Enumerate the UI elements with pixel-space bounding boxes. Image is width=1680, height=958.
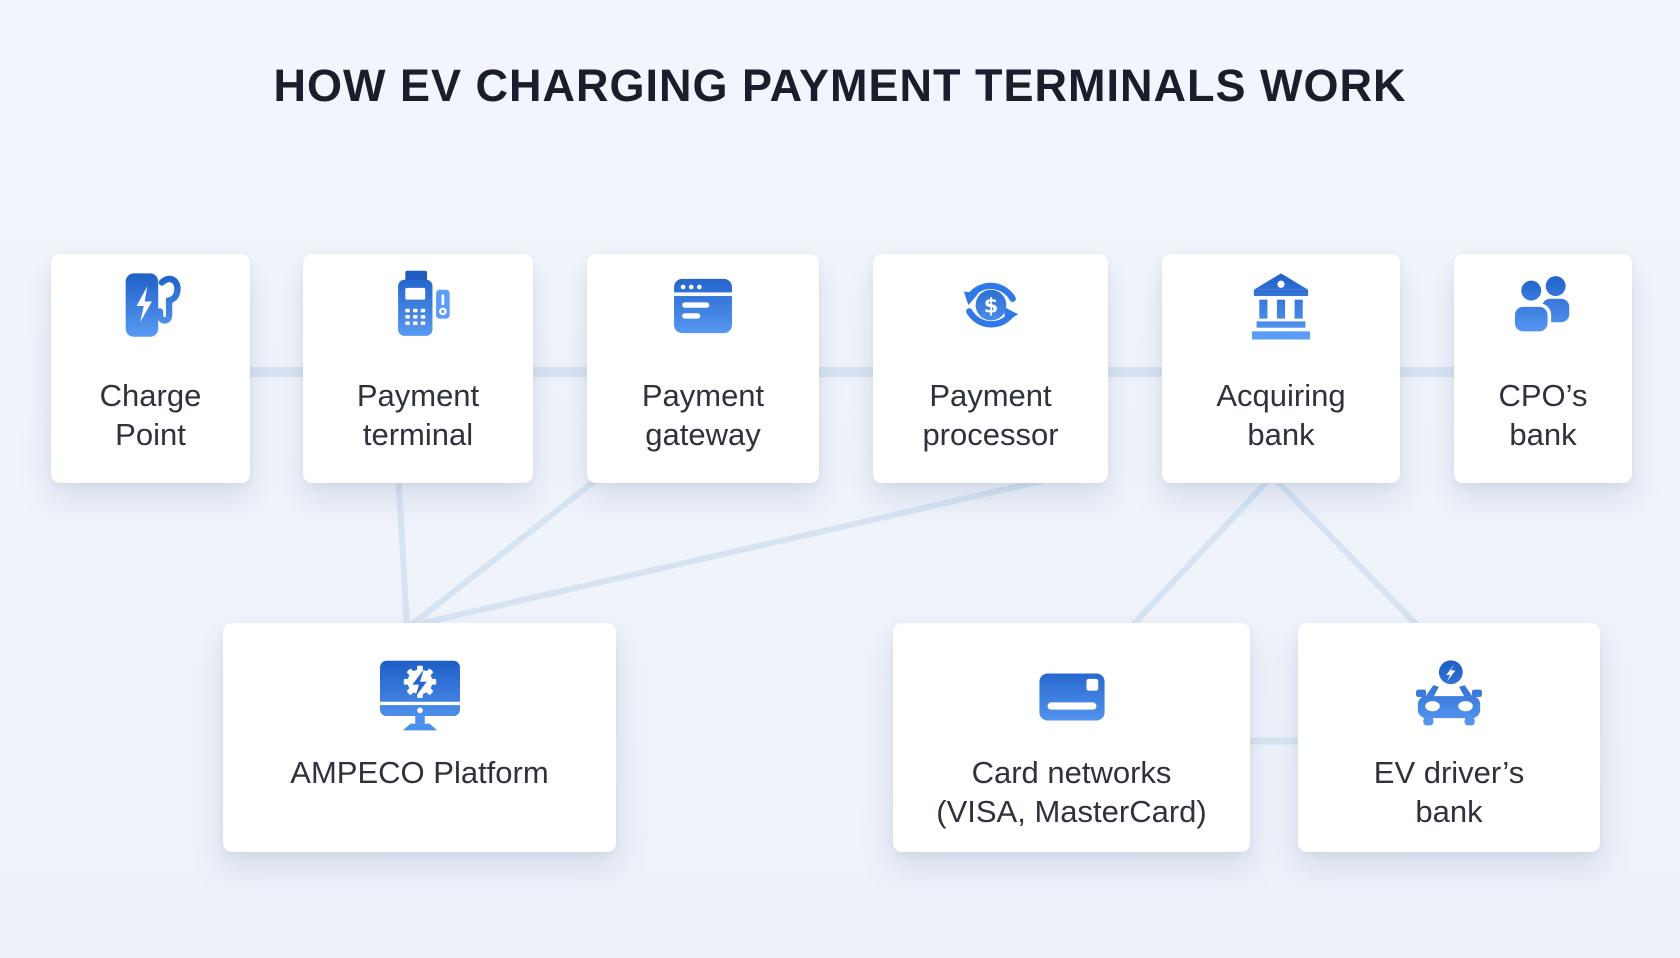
node-label: CPO’s bank	[1498, 378, 1588, 452]
node-label: EV driver’s bank	[1373, 755, 1525, 829]
payment-gateway-icon	[665, 266, 741, 346]
payment-terminal-icon	[380, 266, 456, 346]
svg-text:$: $	[983, 293, 997, 317]
node-charge-point: Charge Point	[51, 254, 250, 483]
node-cpos-bank: CPO’s bank	[1454, 254, 1632, 483]
bank-icon	[1243, 266, 1319, 346]
node-label: Acquiring bank	[1216, 378, 1346, 452]
node-acquiring-bank: Acquiring bank	[1162, 254, 1400, 483]
node-payment-processor: $ Payment processor	[873, 254, 1108, 483]
node-label: Payment terminal	[356, 378, 480, 452]
node-ampeco-platform: AMPECO Platform	[223, 623, 616, 852]
node-card-networks: Card networks (VISA, MasterCard)	[893, 623, 1250, 852]
ev-car-icon	[1405, 657, 1493, 737]
node-label: Payment gateway	[641, 378, 765, 452]
node-payment-terminal: Payment terminal	[303, 254, 533, 483]
node-ev-drivers-bank: EV driver’s bank	[1298, 623, 1600, 852]
node-label: Card networks (VISA, MasterCard)	[936, 755, 1207, 829]
credit-card-icon	[1028, 657, 1116, 737]
people-icon	[1505, 266, 1581, 346]
node-payment-gateway: Payment gateway	[587, 254, 819, 483]
node-label: Payment processor	[922, 378, 1059, 452]
node-label: AMPECO Platform	[290, 755, 549, 790]
charge-point-icon	[113, 266, 189, 346]
diagram-title: HOW EV CHARGING PAYMENT TERMINALS WORK	[273, 60, 1407, 111]
node-label: Charge Point	[99, 378, 202, 452]
payment-processor-icon: $	[953, 266, 1029, 346]
monitor-gear-icon	[374, 657, 466, 737]
